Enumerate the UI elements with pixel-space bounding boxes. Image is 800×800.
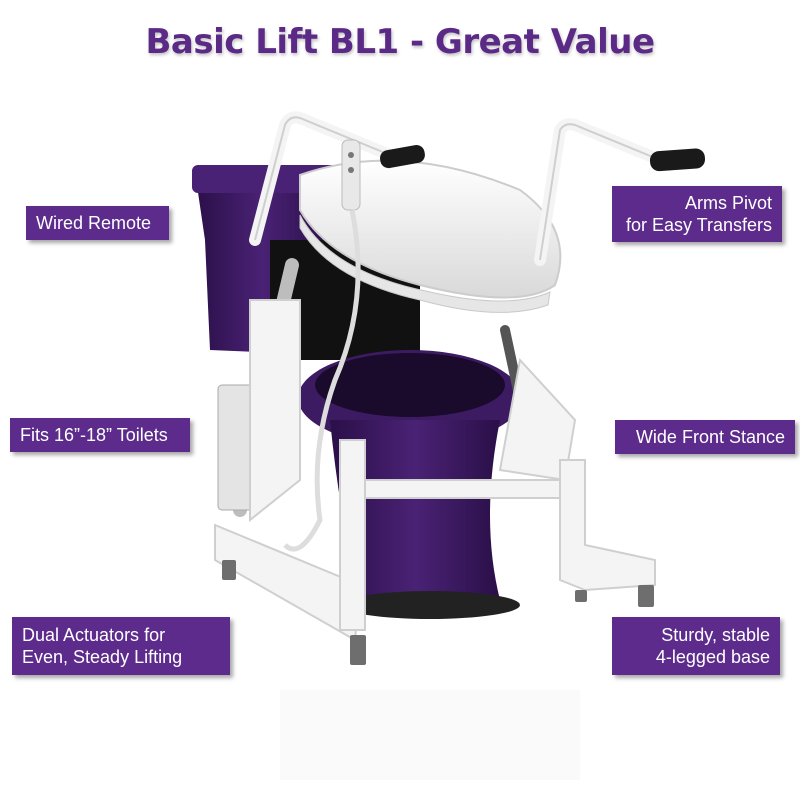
label-dual-actuators: Dual Actuators for Even, Steady Lifting xyxy=(12,617,230,675)
label-text: 4-legged base xyxy=(655,647,770,667)
floor-reflection xyxy=(280,690,580,780)
remote-cord xyxy=(283,209,361,552)
right-arm-grip xyxy=(649,148,706,172)
pedestal-base xyxy=(340,591,520,619)
label-text: Even, Steady Lifting xyxy=(22,647,183,667)
label-text: Arms Pivot xyxy=(684,193,772,213)
label-text: Wired Remote xyxy=(36,213,152,233)
raised-seat-lid xyxy=(299,159,562,299)
left-arm-grip xyxy=(380,145,425,169)
page-title: Basic Lift BL1 - Great Value xyxy=(0,22,800,62)
label-wide-front-stance: Wide Front Stance xyxy=(615,420,795,454)
lift-frame xyxy=(214,299,656,642)
toilet-pedestal xyxy=(330,420,500,600)
adjustable-feet xyxy=(222,560,654,665)
label-text: Sturdy, stable xyxy=(661,625,770,645)
title-text: Basic Lift BL1 - Great Value xyxy=(145,22,655,62)
label-sturdy-base: Sturdy, stable 4-legged base xyxy=(612,617,780,675)
label-text: Fits 16”-18” Toilets xyxy=(20,425,168,445)
label-text: Wide Front Stance xyxy=(635,427,785,447)
label-arms-pivot: Arms Pivot for Easy Transfers xyxy=(612,186,782,242)
label-fits-toilets: Fits 16”-18” Toilets xyxy=(10,418,190,452)
label-wired-remote: Wired Remote xyxy=(26,206,169,240)
bowl-opening xyxy=(315,353,505,417)
label-text: Dual Actuators for xyxy=(22,625,166,645)
wired-remote-device xyxy=(341,139,361,211)
label-text: for Easy Transfers xyxy=(625,215,772,235)
